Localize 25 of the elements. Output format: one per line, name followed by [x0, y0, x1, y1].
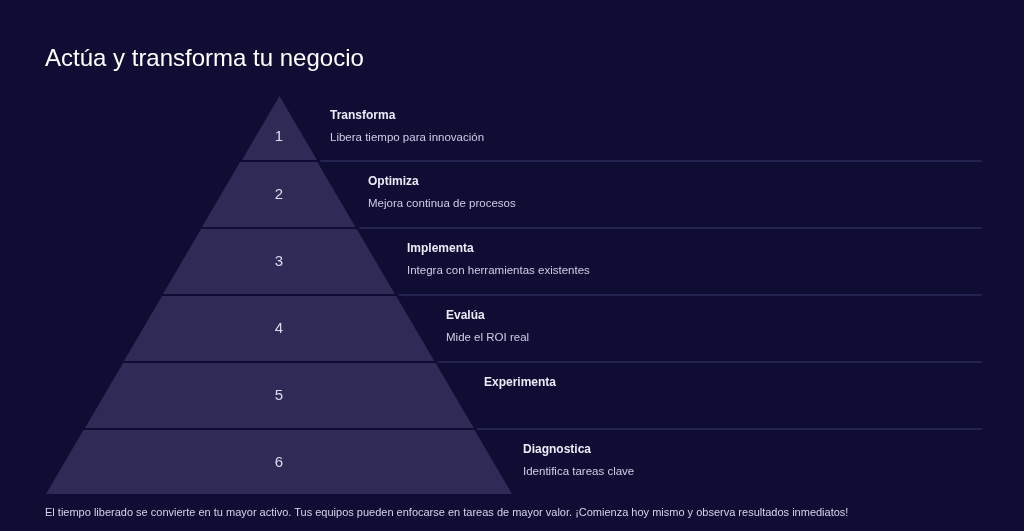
level-title: Evalúa	[446, 308, 485, 323]
level-description: Mide el ROI real	[446, 330, 530, 345]
level-description: Libera tiempo para innovación	[330, 130, 485, 145]
level-title: Experimenta	[484, 375, 557, 390]
pyramid-level	[202, 162, 356, 227]
level-title: Transforma	[330, 108, 396, 123]
level-number: 6	[274, 453, 284, 471]
level-title: Implementa	[407, 241, 474, 256]
level-number: 1	[274, 127, 284, 145]
level-description: Integra con herramientas existentes	[407, 263, 590, 278]
pyramid-level	[241, 96, 317, 160]
level-number: 3	[274, 252, 284, 270]
level-description: Identifica tareas clave	[523, 464, 635, 479]
level-number: 4	[274, 319, 284, 337]
title: Actúa y transforma tu negocio	[45, 43, 364, 73]
pyramid-level	[46, 430, 512, 494]
pyramid-level	[163, 229, 395, 294]
pyramid-level	[123, 296, 435, 361]
level-number: 5	[274, 386, 284, 404]
level-title: Optimiza	[368, 174, 419, 189]
caption: El tiempo liberado se convierte en tu mayor activo. Tus equipos pueden enfocarse en tareas de mayor valor. ¡Comienza hoy mismo y observa resultados inmediatos!	[45, 505, 849, 520]
pyramid-level	[84, 363, 474, 428]
level-title: Diagnostica	[523, 442, 591, 457]
level-description: Mejora continua de procesos	[368, 196, 516, 211]
level-number: 2	[274, 185, 284, 203]
